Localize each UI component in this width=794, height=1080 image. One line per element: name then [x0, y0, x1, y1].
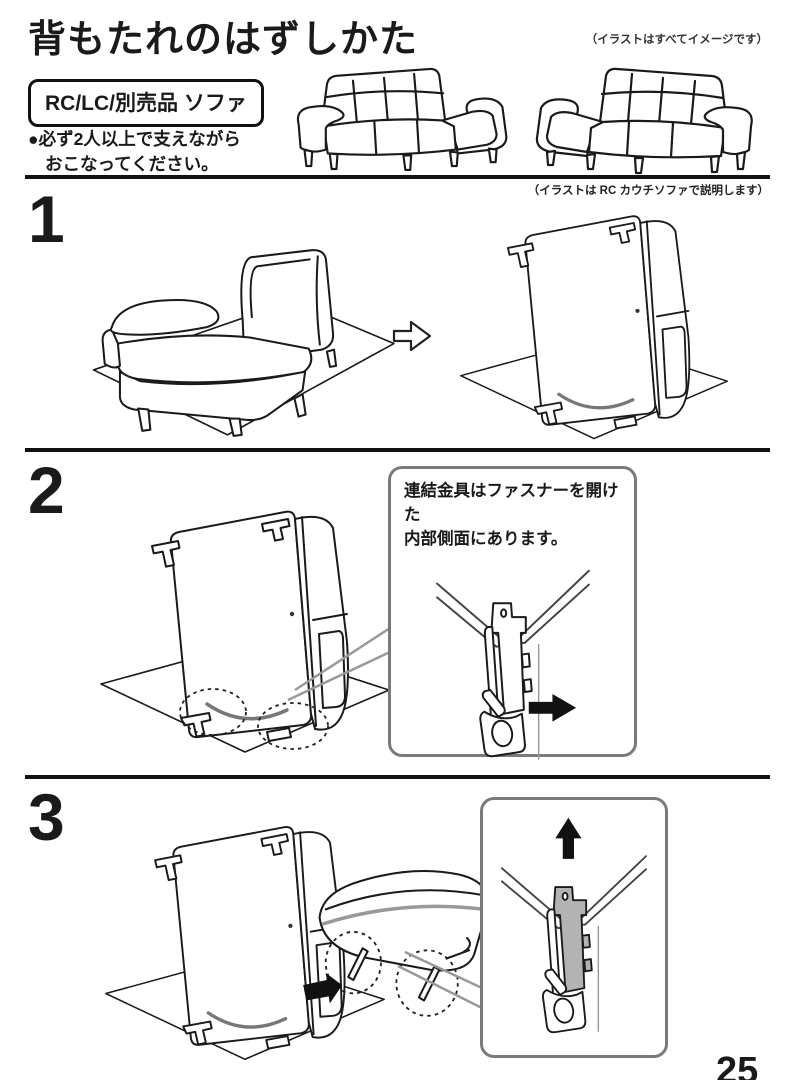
step2-callout-text: 連結金具はファスナーを開けた 内部側面にあります。	[404, 480, 621, 552]
dotted-highlight-circle	[179, 688, 247, 736]
dotted-highlight-circle	[257, 702, 329, 750]
header-sofa-right-illustration	[535, 67, 753, 175]
top-right-note: （イラストはすべてイメージです）	[585, 34, 768, 46]
solid-right-arrow-icon	[528, 693, 576, 722]
page-number: 25	[716, 1050, 759, 1080]
step2-callout-box: 連結金具はファスナーを開けた 内部側面にあります。	[388, 466, 637, 760]
page-title: 背もたれのはずしかた	[28, 19, 419, 61]
warning-line-1: ●必ず2人以上で支えながら	[28, 129, 241, 149]
header-sofa-left-illustration	[296, 67, 508, 172]
hollow-right-arrow-icon	[392, 320, 432, 352]
step-1-number: 1	[28, 182, 65, 256]
solid-up-arrow-icon	[555, 817, 582, 859]
bracket-removal-detail-illustration	[500, 817, 648, 1034]
step2-upright-sofa-illustration	[100, 510, 390, 753]
step-3-number: 3	[28, 780, 65, 854]
step1-upright-sofa-illustration	[460, 215, 728, 440]
warning-line-2: おこなってください。	[45, 153, 219, 174]
callout-line-2: 内部側面にあります。	[404, 529, 568, 548]
model-badge: RC/LC/別売品 ソファ	[28, 79, 264, 127]
step1-couch-illustration	[92, 249, 395, 437]
warning-text: ●必ず2人以上で支えながら おこなってください。	[28, 127, 241, 177]
step3-upright-sofa-illustration	[105, 826, 385, 1061]
step-2-number: 2	[28, 453, 65, 527]
step3-callout-box	[480, 797, 668, 1058]
section-divider-1	[25, 175, 770, 179]
solid-left-arrow-icon	[303, 972, 343, 1004]
illustration-note: （イラストは RC カウチソファで説明します）	[527, 185, 769, 197]
step3-backrest-piece-illustration	[303, 870, 490, 1017]
callout-line-1: 連結金具はファスナーを開けた	[404, 482, 619, 524]
connector-bracket-detail-illustration	[435, 569, 590, 760]
section-divider-3	[25, 775, 770, 779]
section-divider-2	[25, 448, 770, 452]
